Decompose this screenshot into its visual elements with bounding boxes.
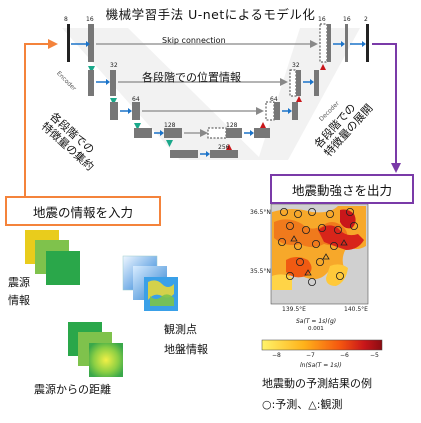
output-box: 地震動強さを出力 [270, 174, 414, 204]
enc-block-4a [134, 128, 152, 138]
lat-label: 35.5°N [250, 268, 271, 275]
distance-label: 震源からの距離 [34, 383, 111, 396]
colorbar-tick: −7 [306, 352, 315, 359]
result-caption: 地震動の予測結果の例 [262, 377, 372, 390]
dec-block-1a [319, 23, 328, 63]
channel-label: 8 [64, 16, 68, 23]
bottleneck-block-b [210, 150, 238, 158]
prediction-markers [277, 207, 358, 286]
legend: ○:予測、△:観測 [262, 398, 343, 411]
lon-label: 139.5°E [282, 306, 306, 313]
input-box: 地震の情報を入力 [5, 196, 161, 226]
channel-label: 32 [110, 62, 118, 69]
lon-label: 140.5°E [344, 306, 368, 313]
source-info-label: 震源 情報 [8, 276, 30, 307]
lat-label: 36.5°N [250, 209, 271, 216]
enc-block-2b [110, 70, 116, 96]
colorbar-tick: −6 [340, 352, 349, 359]
input-connector [24, 43, 50, 196]
map-xlabel2: 0.001 [308, 326, 324, 332]
decoder-shadow [258, 28, 360, 160]
distance-square-3 [89, 343, 123, 377]
enc-block-2a [88, 70, 94, 96]
enc-block-1b [88, 24, 94, 62]
down-arrow [88, 66, 95, 73]
enc-block-3a [110, 102, 118, 120]
channel-label: 2 [364, 16, 368, 23]
bottleneck-block-a [170, 150, 198, 158]
up-arrow [320, 64, 326, 70]
position-info-label: 各段階での位置情報 [142, 71, 241, 84]
channel-label: 16 [318, 16, 326, 23]
colorbar-tick: −5 [370, 352, 379, 359]
dec-block-1b [327, 24, 331, 62]
colorbar-tick: −8 [272, 352, 281, 359]
skip-connection-label: Skip connection [162, 36, 226, 45]
output-connector [372, 43, 397, 165]
channel-label: 256 [218, 144, 230, 151]
enc-block-1a [67, 24, 70, 62]
diagram-title: 機械学習手法 U-netによるモデル化 [105, 7, 316, 22]
dec-block-1c [345, 24, 348, 62]
channel-label: 128 [226, 122, 238, 129]
colorbar [261, 339, 383, 351]
channel-label: 16 [343, 16, 351, 23]
encoder-shadow [62, 28, 262, 160]
input-box-label: 地震の情報を入力 [32, 204, 133, 220]
channel-label: 128 [164, 122, 176, 129]
channel-label: 32 [292, 62, 300, 69]
output-box-label: 地震動強さを出力 [291, 182, 392, 198]
colorbar-label: ln(Sa(T = 1s)) [300, 362, 342, 369]
source-square-3 [46, 251, 80, 285]
channel-label: 16 [86, 16, 94, 23]
channel-label: 64 [270, 96, 278, 103]
site-info-label: 観測点 地盤情報 [164, 323, 208, 356]
channel-label: 64 [132, 96, 140, 103]
dec-output-block [366, 24, 369, 62]
map-xlabel: Sa(T = 1s)(g) [296, 318, 337, 325]
observation-markers [290, 235, 348, 276]
